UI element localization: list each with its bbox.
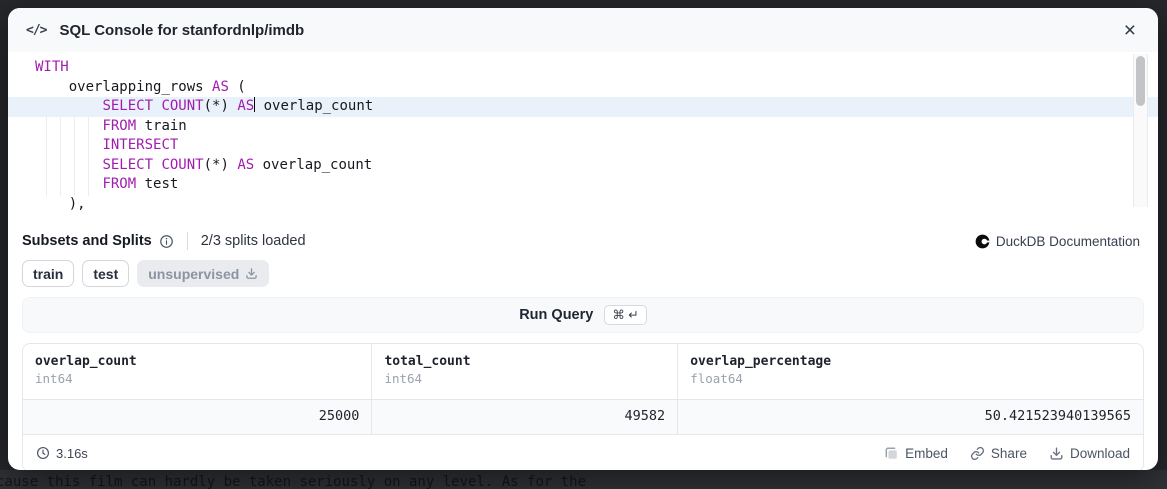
modal-header: </> SQL Console for stanfordnlp/imdb × xyxy=(8,8,1158,52)
code-line: WITH xyxy=(8,58,1158,78)
sql-keyword: INTERSECT xyxy=(102,137,179,153)
duckdb-doc-label: DuckDB Documentation xyxy=(995,233,1140,249)
sql-text xyxy=(35,176,102,192)
action-label: Download xyxy=(1069,445,1130,461)
sql-text: ), xyxy=(35,195,86,212)
split-chip-label: test xyxy=(93,265,119,282)
sql-keyword: COUNT xyxy=(161,156,204,173)
clock-icon xyxy=(36,446,50,460)
indent-guide xyxy=(88,97,89,196)
indent-guide xyxy=(46,97,47,196)
download-button[interactable]: Download xyxy=(1049,446,1130,461)
sql-keyword: WITH xyxy=(35,59,69,75)
column-type: float64 xyxy=(690,371,743,386)
action-label: Share xyxy=(990,445,1027,461)
code-line: SELECT COUNT(*) AS overlap_count xyxy=(8,156,1158,176)
share-icon xyxy=(970,446,985,461)
column-header-overlap_percentage: overlap_percentage float64 xyxy=(678,344,1143,399)
indent-guide xyxy=(60,97,61,196)
split-chip-label: train xyxy=(33,265,64,282)
subsets-row: Subsets and Splits 2/3 splits loaded Duc… xyxy=(8,231,1158,251)
background-page-text: cause this film can hardly be taken seri… xyxy=(0,470,1167,489)
keyboard-shortcut-badge: ⌘ ↵ xyxy=(604,305,647,325)
result-actions: Embed Share Download xyxy=(884,446,1130,461)
code-icon: </> xyxy=(26,22,48,38)
table-cell: 50.421523940139565 xyxy=(984,408,1131,424)
sql-text: train xyxy=(136,117,187,134)
column-name: overlap_percentage xyxy=(690,354,832,369)
code-line-active: SELECT COUNT(*) AS overlap_count xyxy=(8,97,1158,117)
column-header-overlap_count: overlap_count int64 xyxy=(23,344,373,399)
sql-text: overlapping_rows xyxy=(35,78,213,95)
table-cell: 49582 xyxy=(372,400,679,434)
editor-scrollbar[interactable] xyxy=(1133,54,1148,207)
download-icon xyxy=(245,267,258,280)
action-label: Embed xyxy=(905,445,948,461)
sql-keyword: AS xyxy=(212,78,229,95)
info-icon[interactable] xyxy=(159,234,174,249)
split-chip-test[interactable]: test xyxy=(82,260,130,287)
download-icon xyxy=(1049,446,1064,461)
table-footer: 3.16s Embed Share Download xyxy=(23,434,1143,470)
sql-keyword: FROM xyxy=(102,117,137,134)
sql-text: test xyxy=(136,176,179,192)
sql-console-modal: </> SQL Console for stanfordnlp/imdb × W… xyxy=(8,8,1158,470)
code-line: FROM train xyxy=(8,117,1158,137)
close-icon[interactable]: × xyxy=(1123,18,1136,42)
duckdb-doc-link[interactable]: DuckDB Documentation xyxy=(975,234,1140,249)
embed-button[interactable]: Embed xyxy=(884,446,948,461)
divider xyxy=(186,232,188,250)
column-name: total_count xyxy=(384,354,471,369)
sql-text xyxy=(35,137,102,153)
column-type: int64 xyxy=(35,371,73,386)
run-query-label: Run Query xyxy=(519,307,594,323)
sql-keyword: SELECT xyxy=(102,98,154,114)
code-line: overlapping_rows AS ( xyxy=(8,78,1158,98)
sql-keyword: AS xyxy=(237,156,255,173)
sql-keyword: FROM xyxy=(102,176,137,192)
indent-guide xyxy=(74,97,75,196)
column-header-total_count: total_count int64 xyxy=(372,344,679,399)
column-name: overlap_count xyxy=(35,354,137,369)
code-line: FROM test xyxy=(8,175,1158,195)
share-button[interactable]: Share xyxy=(970,446,1027,461)
sql-text: (*) xyxy=(203,156,238,173)
sql-text xyxy=(35,98,102,114)
sql-text xyxy=(35,157,102,173)
split-chip-unsupervised[interactable]: unsupervised xyxy=(137,260,270,287)
sql-text: overlap_count xyxy=(254,156,373,173)
modal-title: SQL Console for stanfordnlp/imdb xyxy=(59,21,305,39)
text-cursor xyxy=(254,97,256,112)
scrollbar-thumb[interactable] xyxy=(1136,56,1145,106)
run-query-button[interactable]: Run Query ⌘ ↵ xyxy=(22,297,1144,333)
code-lines: WITH overlapping_rows AS ( SELECT COUNT(… xyxy=(8,58,1158,214)
splits-loaded-status: 2/3 splits loaded xyxy=(200,233,306,249)
code-line: ), xyxy=(8,195,1158,215)
split-chip-label: unsupervised xyxy=(148,265,240,282)
table-cell: 25000 xyxy=(23,400,373,434)
sql-text xyxy=(35,118,102,134)
split-chips: train test unsupervised xyxy=(8,260,1158,287)
sql-keyword: COUNT xyxy=(161,98,204,114)
sql-text: ( xyxy=(228,78,246,95)
subsets-label: Subsets and Splits xyxy=(22,233,152,249)
duckdb-icon xyxy=(975,234,990,249)
sql-editor[interactable]: WITH overlapping_rows AS ( SELECT COUNT(… xyxy=(8,52,1158,219)
code-line: INTERSECT xyxy=(8,136,1158,156)
sql-text: overlap_count xyxy=(255,98,374,114)
embed-icon xyxy=(884,446,899,461)
query-elapsed-time: 3.16s xyxy=(36,446,88,461)
sql-keyword: SELECT xyxy=(102,156,154,173)
sql-keyword: AS xyxy=(237,98,255,114)
split-chip-train[interactable]: train xyxy=(22,260,75,287)
sql-text: (*) xyxy=(203,98,238,114)
column-type: int64 xyxy=(384,371,423,386)
